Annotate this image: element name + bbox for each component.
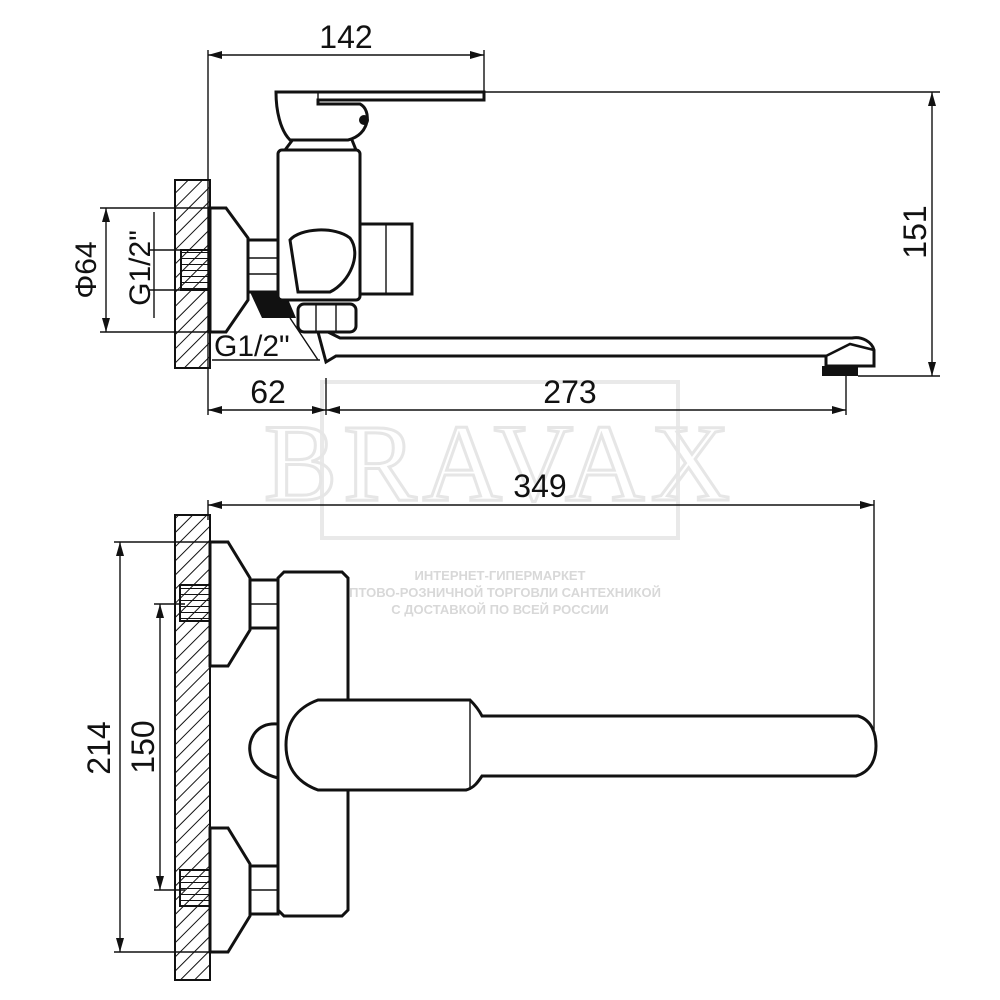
spout-nut-side: [296, 302, 358, 334]
top-view: 349 214 150: [81, 468, 878, 981]
dim-height-151: 151: [897, 205, 933, 258]
watermark-line-3: С ДОСТАВКОЙ ПО ВСЕЙ РОССИИ: [391, 602, 608, 617]
lever-knob-top: [248, 722, 280, 780]
watermark-brand: BRAVAX: [264, 402, 736, 524]
watermark-line-2: ОПТОВО-РОЗНИЧНОЙ ТОРГОВЛИ САНТЕХНИКОЙ: [339, 585, 661, 600]
spout-side: [316, 330, 876, 368]
dim-overall-349: 349: [513, 468, 566, 504]
watermark-frame: [320, 380, 680, 540]
flange-lower-top: [208, 826, 252, 954]
dim-thread-wall: G1/2": [124, 230, 157, 306]
aerator-side: [822, 366, 858, 376]
diverter-housing-side: [288, 228, 357, 294]
wall-thread-upper: [179, 584, 211, 622]
wall-thread-side: [180, 249, 212, 291]
wall-flange-side: [208, 206, 250, 334]
flange-upper-top: [208, 540, 252, 668]
dim-thread-outlet: G1/2": [214, 330, 290, 363]
side-view: 142 151 Φ64 G1/2" G1/2": [70, 19, 940, 415]
dim-spout-273: 273: [543, 374, 596, 410]
wall-thread-lower: [179, 869, 211, 907]
dim-diameter-64: Φ64: [70, 241, 103, 298]
dim-centers-150: 150: [125, 720, 161, 773]
lever-handle-side: [274, 90, 486, 142]
dim-plate-214: 214: [81, 721, 117, 774]
dim-offset-62: 62: [250, 374, 286, 410]
watermark-line-1: ИНТЕРНЕТ-ГИПЕРМАРКЕТ: [414, 568, 585, 583]
side-dimensions: 142 151 Φ64 G1/2" G1/2": [70, 19, 940, 415]
eccentric-nut-side: [246, 238, 280, 294]
dim-width-142: 142: [319, 19, 372, 55]
spout-top: [284, 698, 878, 792]
top-dimensions: 349 214 150: [81, 468, 875, 953]
